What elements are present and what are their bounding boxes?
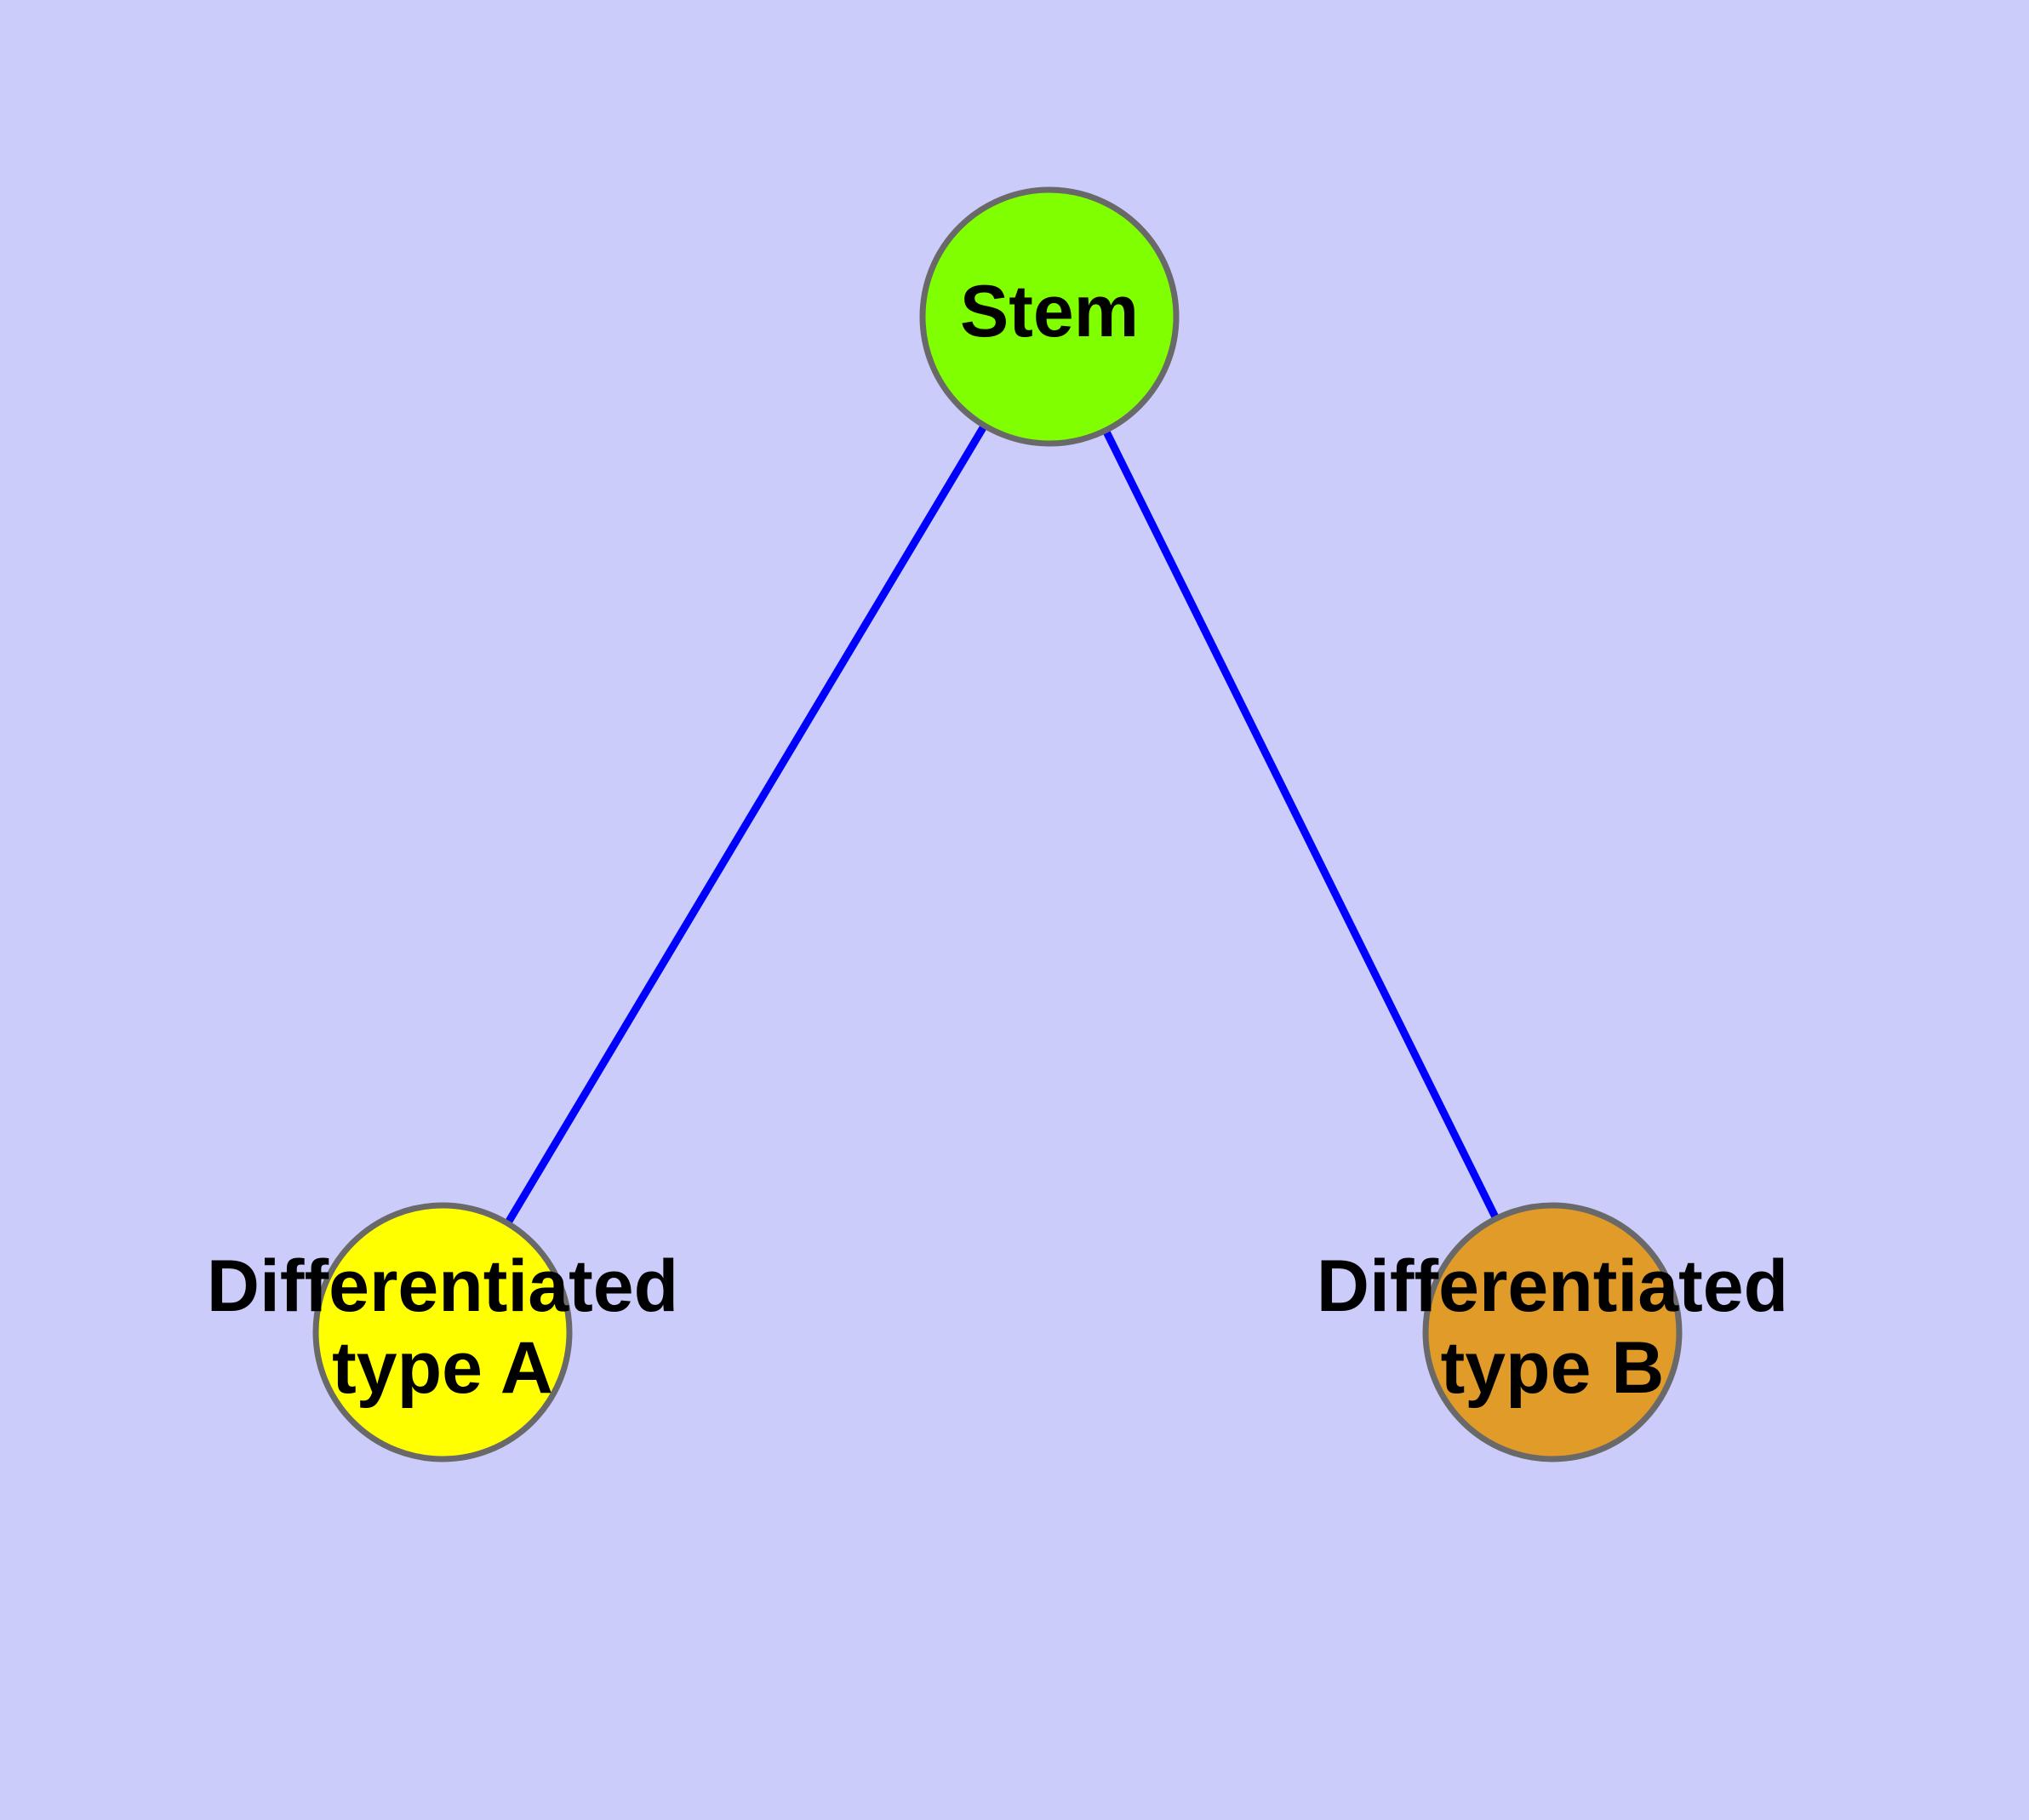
node-label-line: Differentiated <box>207 1245 678 1327</box>
graph-edge-stem-to-diff-a <box>502 421 990 1228</box>
node-circle-stem[interactable] <box>919 186 1180 447</box>
graph-node-diff-b[interactable] <box>1422 1202 1683 1462</box>
node-label-line: Differentiated <box>1317 1245 1788 1327</box>
node-label-line: type B <box>1441 1327 1665 1409</box>
node-circle-diff-a[interactable] <box>312 1202 573 1462</box>
graph-node-diff-a[interactable] <box>312 1202 573 1462</box>
graph-edge-stem-to-diff-b <box>1100 425 1501 1224</box>
node-label-line: Stem <box>960 271 1139 352</box>
node-label-stem: Stem <box>960 271 1139 352</box>
node-circle-diff-b[interactable] <box>1422 1202 1683 1462</box>
graph-node-stem[interactable] <box>919 186 1180 447</box>
node-label-line: type A <box>332 1327 553 1409</box>
edge-layer <box>502 421 1501 1228</box>
